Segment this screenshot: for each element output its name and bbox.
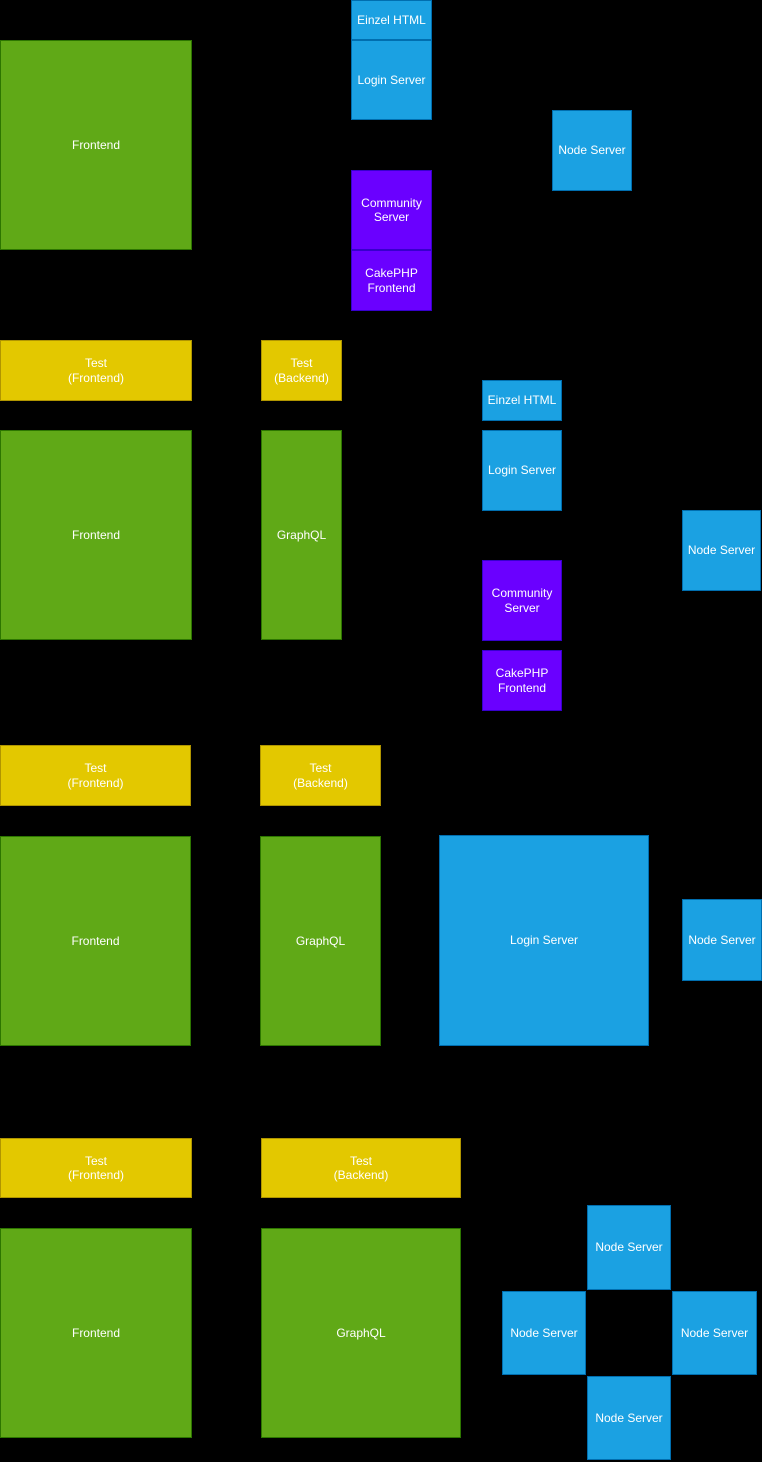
node-label: Test (Backend) <box>293 761 348 790</box>
node-label: Node Server <box>680 1325 749 1340</box>
node-node-server[interactable]: Node Server <box>552 110 632 191</box>
node-label: Login Server <box>509 933 579 948</box>
node-frontend[interactable]: Frontend <box>0 836 191 1046</box>
node-label: CakePHP Frontend <box>495 666 549 695</box>
node-node-server[interactable]: Node Server <box>502 1291 586 1375</box>
node-community-server[interactable]: Community Server <box>482 560 562 641</box>
node-graphql[interactable]: GraphQL <box>260 836 381 1046</box>
node-label: Einzel HTML <box>487 393 557 408</box>
node-label: Frontend <box>71 1325 121 1340</box>
node-label: Login Server <box>487 463 557 478</box>
node-label: Test (Backend) <box>274 356 329 385</box>
node-label: Test (Frontend) <box>67 761 124 790</box>
node-test-backend[interactable]: Test (Backend) <box>260 745 381 806</box>
node-graphql[interactable]: GraphQL <box>261 430 342 640</box>
node-einzel-html[interactable]: Einzel HTML <box>482 380 562 421</box>
node-label: GraphQL <box>295 933 346 948</box>
node-label: Node Server <box>595 1410 663 1425</box>
node-cakephp-frontend[interactable]: CakePHP Frontend <box>482 650 562 711</box>
node-node-server[interactable]: Node Server <box>672 1291 757 1375</box>
node-node-server[interactable]: Node Server <box>682 899 762 981</box>
node-label: Frontend <box>71 137 121 152</box>
node-frontend[interactable]: Frontend <box>0 430 192 640</box>
node-label: Test (Frontend) <box>67 356 125 385</box>
node-label: Frontend <box>71 527 121 542</box>
node-test-backend[interactable]: Test (Backend) <box>261 340 342 401</box>
node-label: Frontend <box>71 933 120 948</box>
node-test-frontend[interactable]: Test (Frontend) <box>0 1138 192 1198</box>
node-node-server[interactable]: Node Server <box>587 1376 671 1460</box>
node-label: Login Server <box>357 72 426 87</box>
node-label: Test (Backend) <box>333 1153 389 1182</box>
node-label: Node Server <box>687 543 756 558</box>
node-label: Node Server <box>558 143 626 158</box>
node-frontend[interactable]: Frontend <box>0 40 192 250</box>
node-test-backend[interactable]: Test (Backend) <box>261 1138 461 1198</box>
node-login-server[interactable]: Login Server <box>482 430 562 511</box>
node-label: GraphQL <box>336 1325 386 1340</box>
node-test-frontend[interactable]: Test (Frontend) <box>0 745 191 806</box>
node-label: GraphQL <box>276 527 327 542</box>
node-node-server[interactable]: Node Server <box>682 510 761 591</box>
node-label: Community Server <box>491 586 553 615</box>
node-community-server[interactable]: Community Server <box>351 170 432 250</box>
node-frontend[interactable]: Frontend <box>0 1228 192 1438</box>
node-login-server[interactable]: Login Server <box>351 40 432 120</box>
node-label: CakePHP Frontend <box>365 266 418 295</box>
node-graphql[interactable]: GraphQL <box>261 1228 461 1438</box>
node-label: Einzel HTML <box>357 12 426 27</box>
node-label: Node Server <box>595 1240 663 1255</box>
node-login-server[interactable]: Login Server <box>439 835 649 1046</box>
node-node-server[interactable]: Node Server <box>587 1205 671 1290</box>
node-einzel-html[interactable]: Einzel HTML <box>351 0 432 40</box>
node-label: Node Server <box>688 932 756 947</box>
node-label: Test (Frontend) <box>67 1153 125 1182</box>
node-label: Community Server <box>361 195 422 224</box>
node-test-frontend[interactable]: Test (Frontend) <box>0 340 192 401</box>
node-label: Node Server <box>510 1325 578 1340</box>
node-cakephp-frontend[interactable]: CakePHP Frontend <box>351 250 432 311</box>
